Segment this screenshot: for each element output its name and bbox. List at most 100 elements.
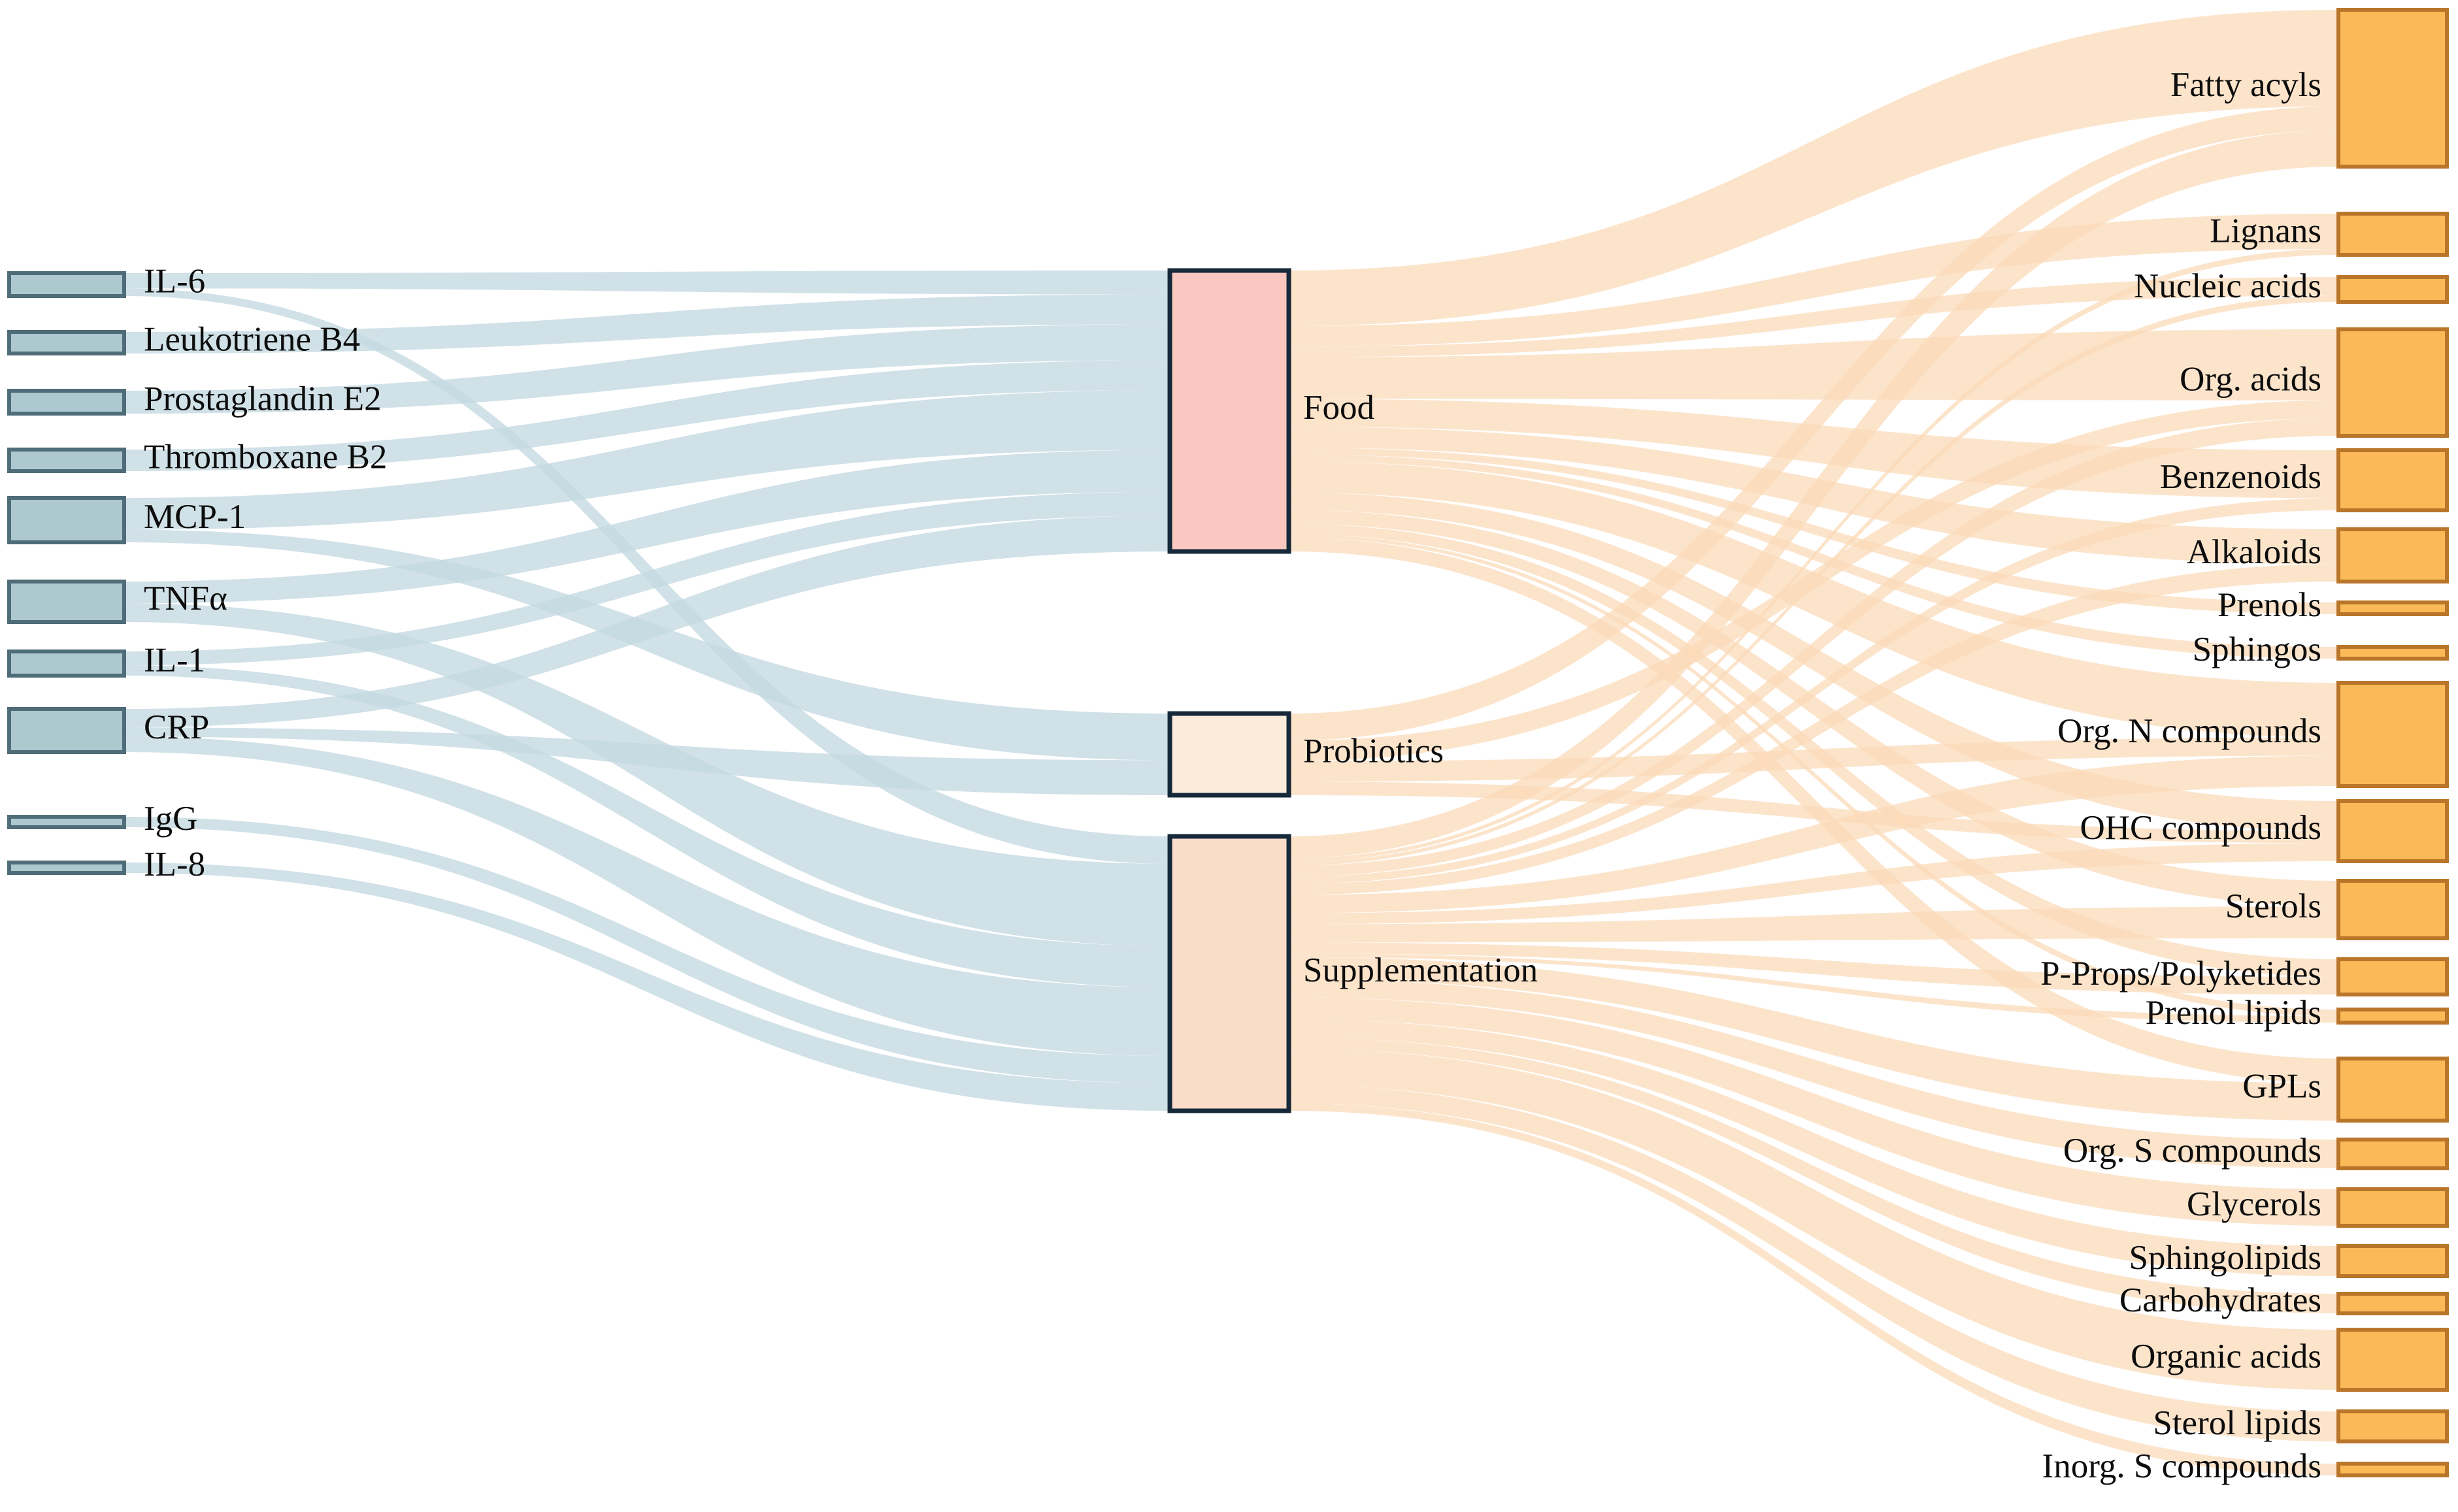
compound-label-sphingolipids: Sphingolipids <box>2129 1239 2321 1277</box>
compound-node-group <box>2336 8 2449 1477</box>
intervention-node-group <box>1167 268 1291 1113</box>
flow-tnfa-to-food <box>124 450 1170 604</box>
compound-node-org-s-compounds[interactable] <box>2336 1138 2449 1170</box>
flow-supplementation-to-glycerols <box>1289 997 2338 1226</box>
flow-il6-to-food <box>124 271 1170 295</box>
flow-il1-to-food <box>124 491 1170 666</box>
biomarker-node-il8[interactable] <box>7 861 126 875</box>
flow-supplementation-to-sphingolipids <box>1289 1019 2338 1276</box>
flow-supplementation-to-carbohydrates <box>1289 1038 2338 1313</box>
biomarker-label-tnfa: TNFα <box>144 580 227 617</box>
compound-node-sterol-lipids[interactable] <box>2336 1409 2449 1443</box>
flow-supplementation-to-sterols <box>1289 906 2338 943</box>
biomarker-label-ltb4: Leukotriene B4 <box>144 321 360 359</box>
flow-supplementation-to-org-n-compounds <box>1289 755 2338 913</box>
biomarker-node-tnfa[interactable] <box>7 580 126 624</box>
compound-label-gpls: GPLs <box>2242 1068 2321 1106</box>
biomarker-node-pge2[interactable] <box>7 389 126 416</box>
compound-node-alkaloids[interactable] <box>2336 527 2449 583</box>
biomarker-label-crp: CRP <box>144 708 209 746</box>
flow-food-to-lignans <box>1289 214 2338 347</box>
compound-node-gpls[interactable] <box>2336 1057 2449 1123</box>
flow-mcp1-to-probiotics <box>124 529 1170 761</box>
compound-label-prenol-lipids: Prenol lipids <box>2146 994 2321 1032</box>
biomarker-label-il6: IL-6 <box>144 263 205 301</box>
biomarker-label-pge2: Prostaglandin E2 <box>144 380 382 418</box>
compound-label-fatty-acyls: Fatty acyls <box>2170 66 2321 104</box>
flow-supplementation-to-lignans <box>1289 249 2338 863</box>
flow-food-to-sterols <box>1289 510 2338 907</box>
flow-txb2-to-food <box>124 360 1170 471</box>
intervention-node-supplementation[interactable] <box>1167 834 1291 1113</box>
compound-node-p-props-polyket[interactable] <box>2336 957 2449 996</box>
flow-supplementation-to-nucleic-acids <box>1289 295 2338 866</box>
biomarker-node-txb2[interactable] <box>7 448 126 473</box>
intervention-node-food[interactable] <box>1167 268 1291 554</box>
compound-node-org-acids[interactable] <box>2336 327 2449 438</box>
flow-food-to-ohc-compounds <box>1289 492 2338 831</box>
flow-probiotics-to-fatty-acyls <box>1289 106 2338 741</box>
biomarker-node-il1[interactable] <box>7 649 126 678</box>
compound-node-prenol-lipids[interactable] <box>2336 1008 2449 1025</box>
compound-node-fatty-acyls[interactable] <box>2336 8 2449 169</box>
compound-node-benzenoids[interactable] <box>2336 448 2449 512</box>
biomarker-node-mcp1[interactable] <box>7 496 126 544</box>
biomarker-label-txb2: Thromboxane B2 <box>144 438 387 476</box>
compound-node-prenols[interactable] <box>2336 600 2449 616</box>
flow-food-to-prenols <box>1289 447 2338 614</box>
flow-crp-to-supplementation <box>124 736 1170 1056</box>
flow-supplementation-to-org-s-compounds <box>1289 979 2338 1168</box>
compound-label-org-n-compounds: Org. N compounds <box>2057 712 2321 750</box>
compound-label-organic-acids: Organic acids <box>2131 1338 2321 1375</box>
flow-supplementation-to-ohc-compounds <box>1289 843 2338 925</box>
biomarker-node-ltb4[interactable] <box>7 330 126 355</box>
compound-label-org-s-compounds: Org. S compounds <box>2063 1132 2321 1170</box>
compound-node-glycerols[interactable] <box>2336 1187 2449 1228</box>
flow-supplementation-to-benzenoids <box>1289 498 2338 884</box>
compound-node-ohc-compounds[interactable] <box>2336 799 2449 863</box>
compound-node-sphingolipids[interactable] <box>2336 1244 2449 1278</box>
compound-node-organic-acids[interactable] <box>2336 1328 2449 1392</box>
flow-supplementation-to-alkaloids <box>1289 564 2338 895</box>
biomarker-node-igg[interactable] <box>7 815 126 829</box>
flow-supplementation-to-fatty-acyls <box>1289 130 2338 859</box>
compound-label-alkaloids: Alkaloids <box>2187 533 2321 571</box>
compound-label-prenols: Prenols <box>2217 586 2321 624</box>
flow-food-to-org-n-compounds <box>1289 461 2338 738</box>
flow-supplementation-to-prenol-lipids <box>1289 953 2338 1023</box>
flow-supplementation-to-org-acids <box>1289 418 2338 877</box>
biomarker-label-il8: IL-8 <box>144 846 205 883</box>
flow-il8-to-supplementation <box>124 863 1170 1111</box>
intervention-node-probiotics[interactable] <box>1167 711 1291 798</box>
compound-node-inorg-s-compounds[interactable] <box>2336 1462 2449 1477</box>
compound-label-org-acids: Org. acids <box>2180 361 2321 399</box>
biomarker-flow-group <box>124 271 1170 1111</box>
compound-label-benzenoids: Benzenoids <box>2160 458 2321 496</box>
compound-node-sterols[interactable] <box>2336 879 2449 940</box>
compound-label-p-props-polyket: P-Props/Polyketides <box>2040 955 2321 993</box>
biomarker-label-mcp1: MCP-1 <box>144 498 246 536</box>
compound-node-org-n-compounds[interactable] <box>2336 681 2449 788</box>
intervention-label-supplementation: Supplementation <box>1303 951 1538 989</box>
flow-supplementation-to-sterol-lipids <box>1289 1085 2338 1441</box>
biomarker-node-crp[interactable] <box>7 707 126 754</box>
compound-node-nucleic-acids[interactable] <box>2336 275 2449 304</box>
flow-supplementation-to-p-props-polyket <box>1289 942 2338 994</box>
compound-label-inorg-s-compounds: Inorg. S compounds <box>2042 1447 2321 1485</box>
flow-crp-to-food <box>124 516 1170 728</box>
flow-supplementation-to-organic-acids <box>1289 1048 2338 1390</box>
flow-mcp1-to-food <box>124 389 1170 530</box>
biomarker-node-il6[interactable] <box>7 271 126 298</box>
compound-label-glycerols: Glycerols <box>2187 1185 2321 1223</box>
compound-node-sphingos[interactable] <box>2336 645 2449 661</box>
compound-node-lignans[interactable] <box>2336 212 2449 257</box>
compound-label-sphingos: Sphingos <box>2193 631 2321 668</box>
compound-label-carbohydrates: Carbohydrates <box>2119 1281 2321 1319</box>
intervention-label-probiotics: Probiotics <box>1303 732 1444 770</box>
compound-node-carbohydrates[interactable] <box>2336 1292 2449 1315</box>
flow-food-to-fatty-acyls <box>1289 10 2338 326</box>
biomarker-label-igg: IgG <box>144 800 197 838</box>
flow-ltb4-to-food <box>124 294 1170 353</box>
